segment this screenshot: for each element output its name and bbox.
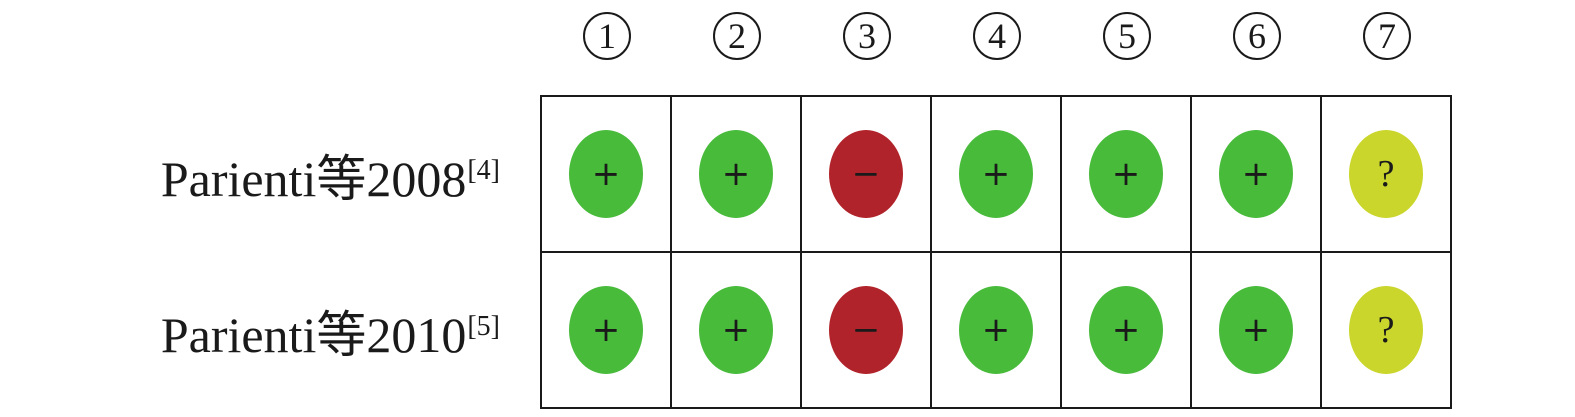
column-header-7: 7	[1322, 8, 1452, 64]
grid-cell: +	[540, 95, 672, 253]
column-header-6: 6	[1192, 8, 1322, 64]
study-name: Parienti等2008	[160, 151, 467, 207]
rating-mark: +	[569, 286, 643, 374]
grid-cell: +	[1190, 95, 1322, 253]
rating-mark: +	[1089, 130, 1163, 218]
circled-number: 6	[1233, 12, 1281, 60]
reference-number: [5]	[467, 311, 500, 342]
grid-cell: +	[540, 251, 672, 409]
circled-number: 3	[843, 12, 891, 60]
column-header-3: 3	[802, 8, 932, 64]
rating-mark: +	[1089, 286, 1163, 374]
row-label-2: Parienti等2010[5]	[0, 253, 500, 409]
risk-of-bias-grid: + + − + + + ? + + − + + + ?	[540, 95, 1452, 409]
rating-mark: +	[699, 286, 773, 374]
column-header-1: 1	[542, 8, 672, 64]
column-header-2: 2	[672, 8, 802, 64]
column-header-5: 5	[1062, 8, 1192, 64]
grid-cell: +	[670, 95, 802, 253]
grid-row-2: + + − + + + ?	[540, 251, 1452, 409]
grid-cell: −	[800, 251, 932, 409]
circled-number: 1	[583, 12, 631, 60]
circled-number: 7	[1363, 12, 1411, 60]
grid-cell: ?	[1320, 95, 1452, 253]
grid-cell: +	[670, 251, 802, 409]
grid-cell: +	[930, 251, 1062, 409]
row-label-1: Parienti等2008[4]	[0, 97, 500, 253]
grid-cell: +	[1060, 251, 1192, 409]
rating-mark: +	[1219, 130, 1293, 218]
grid-cell: +	[1060, 95, 1192, 253]
circled-number: 2	[713, 12, 761, 60]
row-labels: Parienti等2008[4] Parienti等2010[5]	[0, 97, 500, 409]
rating-mark: −	[829, 286, 903, 374]
column-headers: 1 2 3 4 5 6 7	[542, 8, 1452, 64]
circled-number: 4	[973, 12, 1021, 60]
rating-mark: −	[829, 130, 903, 218]
grid-cell: −	[800, 95, 932, 253]
rating-mark: +	[569, 130, 643, 218]
reference-number: [4]	[467, 155, 500, 186]
rating-mark: +	[699, 130, 773, 218]
rating-mark: +	[1219, 286, 1293, 374]
grid-cell: +	[930, 95, 1062, 253]
grid-cell: ?	[1320, 251, 1452, 409]
rating-mark: +	[959, 286, 1033, 374]
column-header-4: 4	[932, 8, 1062, 64]
grid-row-1: + + − + + + ?	[540, 95, 1452, 253]
rating-mark: +	[959, 130, 1033, 218]
grid-cell: +	[1190, 251, 1322, 409]
study-name: Parienti等2010	[160, 307, 467, 363]
rating-mark: ?	[1349, 286, 1423, 374]
circled-number: 5	[1103, 12, 1151, 60]
rating-mark: ?	[1349, 130, 1423, 218]
